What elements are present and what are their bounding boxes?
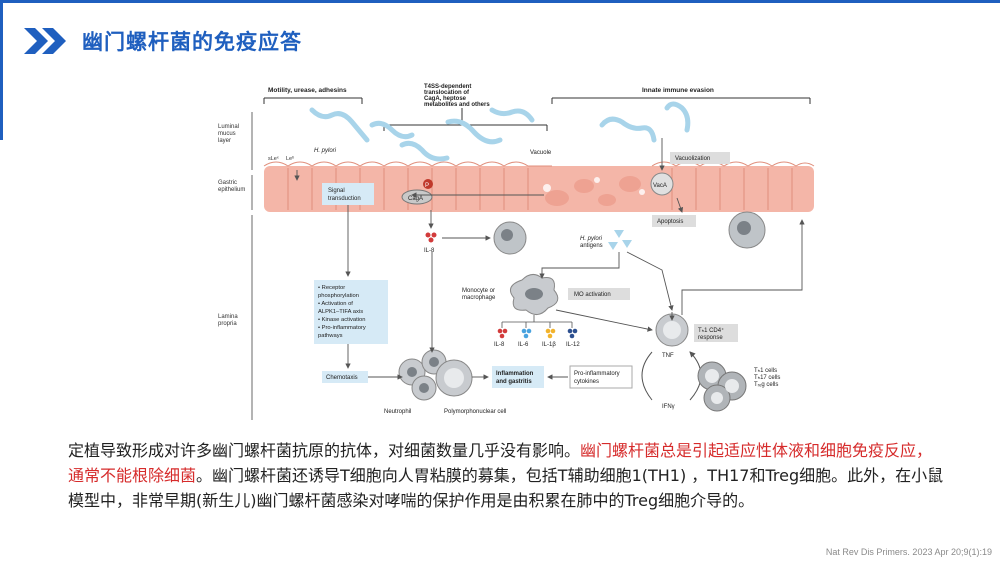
tnf-label: TNF [662,353,674,359]
cytokine-label: IL-8 [494,342,505,348]
body-paragraph: 定植导致形成对许多幽门螺杆菌抗原的抗体，对细菌数量几乎没有影响。幽门螺杆菌总是引… [68,438,948,513]
vacuolization-label: Vacuolization [675,156,710,162]
feedback-loop [641,352,702,401]
receptor-item: • Pro-inflammatory [318,325,366,331]
th-cells-label-2: Tₕ17 cells [754,375,780,381]
th1-label-2: response [698,335,723,341]
section-t4ss-label-4: metabolites and others [424,102,490,108]
vacuole-label: Vacuole [530,150,552,156]
mo-activation-box [568,288,630,300]
chemotaxis-box [322,371,368,383]
antigen-shapes [608,230,632,250]
vaca-label: VacA [653,183,667,189]
body-text-highlight: 幽门螺杆菌总是引起适应性体液和细胞免疫反应，通常不能根除细菌 [68,441,933,485]
cell-cluster-top [493,221,527,255]
receptor-item: • Kinase activation [318,317,365,323]
th-cells-cluster [697,361,747,412]
receptor-item: • Receptor [318,285,345,291]
citation: Nat Rev Dis Primers. 2023 Apr 20;9(1):19 [825,547,992,557]
proinflam-box [569,365,633,389]
receptor-item: phosphorylation [318,293,359,299]
section-innate-label: Innate immune evasion [642,87,714,94]
th1-label-1: Tₕ1 CD4⁺ [698,327,724,334]
vaca-cell [650,172,674,196]
cytokine-tree [501,315,573,328]
macrophage-cell [509,274,559,315]
monocyte-label-1: Monocyte or [462,288,495,294]
th-cells-label-1: Tₕ1 cells [754,368,777,374]
section-motility-label: Motility, urease, adhesins [268,87,347,94]
th1-box [694,324,738,342]
receptor-item: pathways [318,333,343,339]
cytokine-dots [497,328,578,339]
il8-cluster [425,232,437,243]
section-t4ss-label-1: T4SS-dependent [424,84,471,90]
phospho-marker [423,179,433,189]
signal-label-2: transduction [328,196,361,202]
layer-luminal-label-1: Luminal [218,124,239,130]
sle-label: sLeˣ [268,156,279,162]
pmn-label: Polymorphonuclear cell [444,409,506,415]
left-accent-edge [0,0,3,140]
phospho-label: P [425,183,429,189]
apoptosis-label: Apoptosis [657,219,683,225]
immune-response-figure: Motility, urease, adhesins T4SS-dependen… [218,84,815,420]
layer-gastric-label-2: epithelium [218,187,245,193]
il8-top-label: IL-8 [424,248,435,254]
receptor-item: • Activation of [318,301,353,307]
antigens-label-2: antigens [580,243,603,249]
page-title: 幽门螺杆菌的免疫应答 [82,30,302,54]
th-cells-label-3: Tᵣₑg cells [754,382,778,388]
layer-lamina-label-1: Lamina [218,314,238,320]
cell-cluster-right [728,211,766,249]
section-t4ss-label-3: CagA, heptose [424,96,467,102]
chemotaxis-label: Chemotaxis [326,375,358,381]
apoptosis-box [652,215,696,227]
hpylori-label: H. pylori [314,148,337,154]
monocyte-label-2: macrophage [462,295,496,301]
layer-luminal-label-3: layer [218,138,231,144]
receptor-box [314,280,388,344]
layer-lamina-label-2: propria [218,321,237,327]
caga-label: CagA [408,196,423,202]
section-t4ss-label-2: translocation of [424,90,470,96]
body-text-part1: 定植导致形成对许多幽门螺杆菌抗原的抗体，对细菌数量几乎没有影响。 [68,441,581,460]
signal-label-1: Signal [328,188,345,194]
top-accent-bar [0,0,1000,3]
receptor-item: ALPK1–TIFA axis [318,309,363,315]
mo-activation-label: MO activation [574,292,611,298]
vacuolization-box [670,152,730,164]
double-chevron-icon [24,28,66,54]
proinflam-label-2: cytokines [574,379,599,385]
proinflam-label-1: Pro-inflammatory [574,371,620,377]
neutrophil-label: Neutrophil [384,409,411,415]
gastric-epithelium [263,161,815,212]
leb-label: Leᵇ [286,155,294,162]
flow-arrows [294,138,805,380]
signal-box [322,183,374,205]
caga-protein [401,189,433,205]
antigens-label-1: H. pylori [580,236,603,242]
layer-luminal-label-2: mucus [218,131,236,137]
inflammation-label-2: and gastritis [496,379,532,385]
neutrophil-cluster [398,349,473,401]
inflammation-box [492,366,544,388]
inflammation-label-1: Inflammation [496,371,534,377]
cytokine-label: IL-6 [518,342,529,348]
h-pylori-bacteria [309,101,691,162]
cytokine-label: IL-12 [566,342,580,348]
cytokine-label: IL-1β [542,342,556,348]
layer-gastric-label-1: Gastric [218,180,237,186]
ifn-label: IFNγ [662,404,675,410]
body-text-part3: 。幽门螺杆菌还诱导T细胞向人胃粘膜的募集，包括T辅助细胞1(TH1) ，TH17… [68,466,944,510]
